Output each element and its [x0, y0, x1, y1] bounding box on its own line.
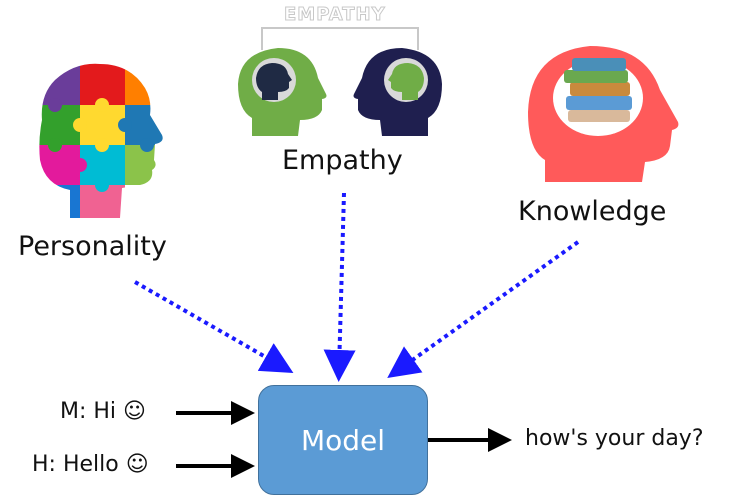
input-line-2: H: Hello ☺: [32, 452, 149, 477]
dotted-arrows: [134, 192, 580, 382]
personality-puzzle-head-icon: [39, 63, 163, 218]
empathy-heads-icon: [238, 27, 442, 136]
empathy-to-model-arrow: [323, 192, 356, 382]
input-line-1: M: Hi ☺: [60, 399, 146, 424]
model-box: Model: [258, 385, 428, 495]
personality-label: Personality: [18, 231, 167, 262]
empathy-label: Empathy: [282, 145, 403, 176]
personality-to-model-arrow: [134, 280, 294, 373]
empathy-banner: EMPATHY: [284, 4, 386, 26]
knowledge-label: Knowledge: [518, 196, 667, 227]
output-text: how's your day?: [525, 426, 704, 451]
model-label: Model: [300, 423, 386, 457]
knowledge-to-model-arrow: [387, 240, 580, 378]
knowledge-head-icon: [528, 46, 679, 182]
solid-arrows: [176, 401, 512, 478]
